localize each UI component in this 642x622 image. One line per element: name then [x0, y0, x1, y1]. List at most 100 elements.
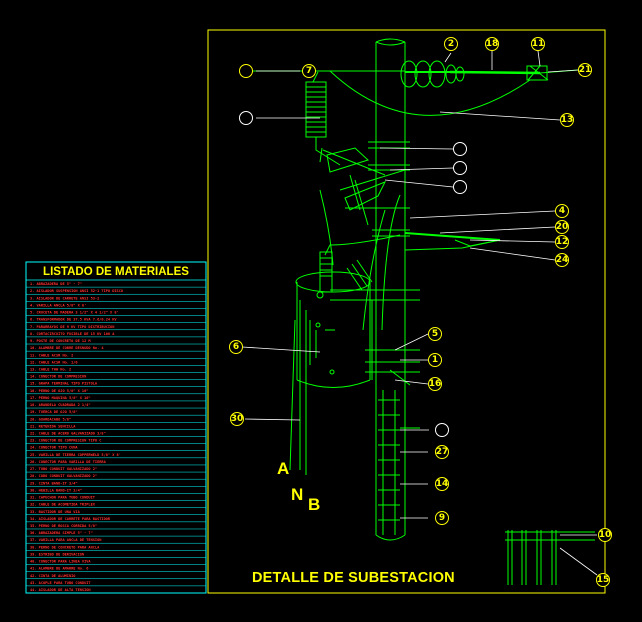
materials-list-item: 24. CONECTOR TIPO CUNA: [30, 446, 78, 450]
callout-11-bubble: [531, 37, 545, 51]
materials-list-item: 10. ALAMBRE DE COBRE DESNUDO No. 4: [30, 346, 104, 350]
materials-list-title: LISTADO DE MATERIALES: [43, 266, 189, 278]
drawing-title: DETALLE DE SUBESTACION: [252, 570, 455, 586]
phase-n-label: N: [291, 485, 303, 504]
callout-empty-right-4: [435, 423, 449, 437]
materials-list-item: 34. AISLADOR DE CARRETE PARA BASTIDOR: [30, 517, 111, 521]
callout-12: 12: [556, 237, 569, 247]
ground-rods: [505, 530, 595, 585]
materials-list-item: 1. ABRAZADERA DE 5" - 7": [30, 282, 82, 286]
materials-list-item: 29. CINTA BAND-IT 3/4": [30, 481, 78, 485]
materials-list-item: 14. CONECTOR DE COMPRESION: [30, 375, 86, 379]
materials-list-item: 36. ABRAZADERA SIMPLE 5" - 7": [30, 531, 93, 535]
conduit-and-grounding: [378, 369, 420, 535]
callout-empty-right-2: [453, 161, 467, 175]
callout-24-bubble: [555, 253, 569, 267]
materials-list-item: 37. VARILLA PARA ANCLA DE TENSION: [30, 538, 101, 542]
materials-list-item: 8. CORTACIRCUITO FUSIBLE DE 15 KV 100 A: [30, 332, 115, 336]
materials-list-item: 43. ACOPLE PARA TUBO CONDUIT: [30, 581, 91, 585]
dead-end-clamp: [526, 65, 549, 81]
cutout-fuses: [319, 147, 410, 226]
callout-empty-right-3: [453, 180, 467, 194]
callout-27: 27: [436, 447, 449, 457]
materials-list-item: 42. CINTA DE ALUMINIO: [30, 574, 75, 578]
callout-5: 5: [432, 329, 438, 339]
callout-empty-left-1: [239, 64, 253, 78]
callouts: 7 2 18 11 21 13 4 20 12 24 5 1 16 6 30 2…: [229, 37, 612, 587]
callout-11: 11: [532, 39, 545, 49]
callout-9-bubble: [435, 511, 449, 525]
materials-list-item: 28. CODO CONDUIT GALVANIZADO 2": [30, 474, 97, 478]
materials-list-item: 11. CABLE ACSR No. 2: [30, 353, 73, 357]
materials-list-item: 30. HEBILLA BAND-IT 3/4": [30, 488, 82, 492]
callout-14: 14: [436, 479, 449, 489]
materials-list-item: 23. CONECTOR DE COMPRESION TIPO C: [30, 439, 101, 443]
callout-18: 18: [486, 39, 499, 49]
materials-list-item: 15. GRAPA TERMINAL TIPO PISTOLA: [30, 382, 98, 386]
callout-13: 13: [561, 115, 574, 125]
materials-list-item: 22. CABLE DE ACERO GALVANIZADO 3/8": [30, 432, 106, 436]
materials-list-item: 16. PERNO DE OJO 5/8" X 10": [30, 389, 88, 393]
callout-10-bubble: [598, 528, 612, 542]
callout-20-bubble: [555, 220, 569, 234]
callout-21: 21: [579, 65, 592, 75]
callout-30-bubble: [230, 412, 244, 426]
leader-lines: [241, 50, 598, 576]
materials-list-item: 40. CONECTOR PARA LINEA VIVA: [30, 560, 91, 564]
callout-7-bubble: [302, 64, 316, 78]
concrete-pole: [371, 38, 406, 541]
materials-list-item: 27. TUBO CONDUIT GALVANIZADO 2": [30, 467, 97, 471]
materials-list-item: 19. TUERCA DE OJO 5/8": [30, 410, 78, 414]
materials-list-item: 12. CABLE ACSR No. 1/0: [30, 360, 78, 364]
callout-30: 30: [231, 414, 244, 424]
callout-4: 4: [559, 206, 565, 216]
materials-list-item: 21. RETENIDA SENCILLA: [30, 424, 76, 428]
materials-list-item: 6. TRANSFORMADOR DE 37.5 KVA 7.6/0.24 KV: [30, 318, 117, 322]
callout-16-bubble: [428, 377, 442, 391]
materials-list-item: 18. ARANDELA CUADRADA 2 1/4": [30, 403, 91, 407]
materials-list-item: 31. CAPUCHON PARA TUBO CONDUIT: [30, 496, 95, 500]
materials-list-item: 38. PERNO DE CONCRETO PARA ANCLA: [30, 545, 100, 549]
cross-arms: [330, 141, 501, 373]
callout-13-bubble: [560, 113, 574, 127]
callout-14-bubble: [435, 477, 449, 491]
callout-empty-right-1: [453, 142, 467, 156]
materials-list-item: 17. PERNO MAQUINA 5/8" X 10": [30, 396, 91, 400]
materials-list-item: 5. CRUCETA DE MADERA 3 1/2" X 4 1/2" X 8…: [30, 311, 119, 315]
materials-list-item: 2. AISLADOR SUSPENSION ANSI 52-1 TIPO DI…: [30, 289, 123, 293]
materials-list-item: 44. AISLADOR DE ALTA TENSION: [30, 588, 91, 592]
callout-7: 7: [306, 66, 312, 76]
materials-list-item: 3. AISLADOR DE CARRETE ANSI 53-2: [30, 296, 99, 300]
callout-10: 10: [599, 530, 612, 540]
callout-15-bubble: [596, 573, 610, 587]
top-hardware: [250, 69, 579, 116]
callout-24: 24: [556, 255, 569, 265]
callout-1: 1: [432, 355, 438, 365]
callout-5-bubble: [428, 327, 442, 341]
phase-a-label: A: [277, 459, 289, 478]
callout-27-bubble: [435, 445, 449, 459]
suspension-insulators: [400, 60, 465, 88]
callout-1-bubble: [428, 353, 442, 367]
callout-6: 6: [233, 342, 239, 352]
materials-list-item: 26. CONECTOR PARA VARILLA DE TIERRA: [30, 460, 107, 464]
callout-9: 9: [439, 513, 445, 523]
callout-15: 15: [597, 575, 610, 585]
callout-20: 20: [556, 222, 569, 232]
materials-list-item: 33. BASTIDOR DE UNA VIA: [30, 510, 81, 514]
callout-12-bubble: [555, 235, 569, 249]
lightning-arrester: [305, 71, 341, 166]
materials-list-item: 35. PERNO DE ROSCA CORRIDA 5/8": [30, 524, 97, 528]
materials-list-item: 9. POSTE DE CONCRETO DE 12 M: [30, 339, 91, 343]
callout-18-bubble: [485, 37, 499, 51]
callout-4-bubble: [555, 204, 569, 218]
materials-list-item: 41. ALAMBRE DE AMARRE No. 6: [30, 567, 88, 571]
materials-list-item: 25. VARILLA DE TIERRA COPPERWELD 5/8" X …: [30, 453, 121, 457]
drawing-frame: [207, 29, 606, 594]
callout-2-bubble: [444, 37, 458, 51]
callout-21-bubble: [578, 63, 592, 77]
materials-list: LISTADO DE MATERIALES 1. ABRAZADERA DE 5…: [25, 261, 207, 594]
callout-6-bubble: [229, 340, 243, 354]
callout-2: 2: [448, 39, 454, 49]
